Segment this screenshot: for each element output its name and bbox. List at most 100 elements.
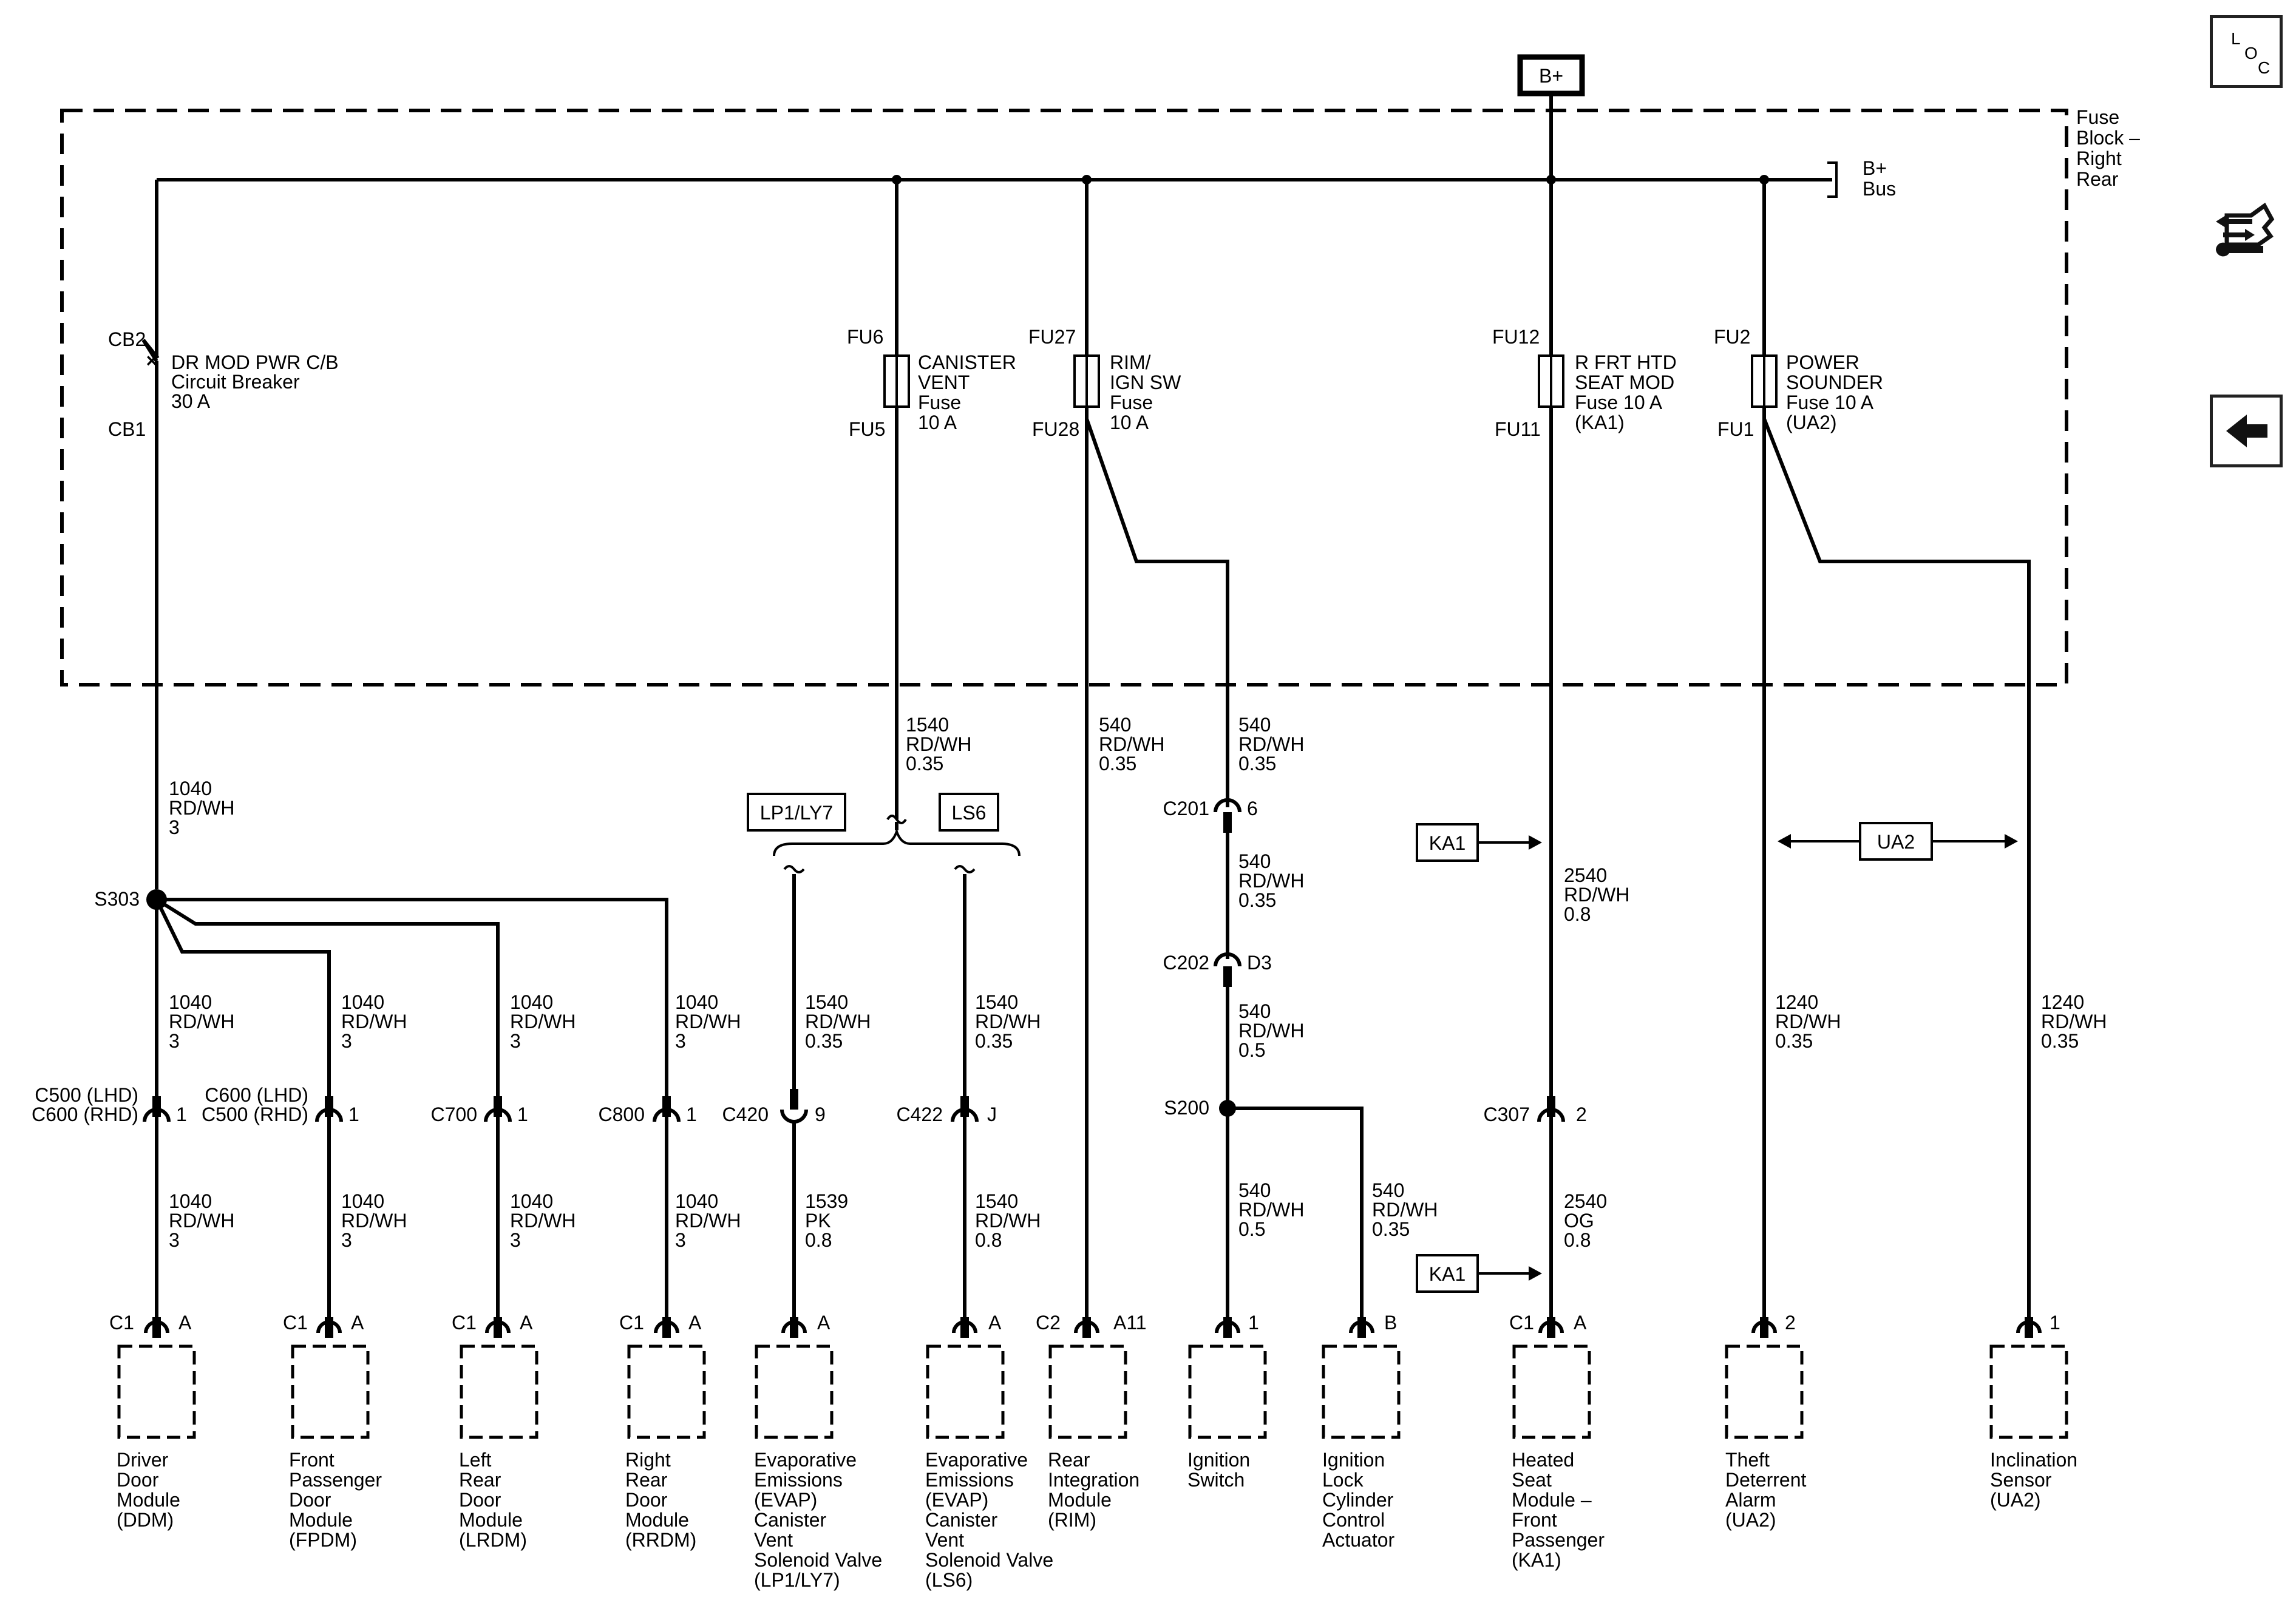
svg-text:LS6: LS6 [952, 802, 987, 824]
svg-text:A: A [351, 1312, 364, 1334]
svg-text:FU6: FU6 [847, 326, 883, 348]
svg-text:A11: A11 [1113, 1312, 1147, 1334]
svg-text:C307: C307 [1484, 1103, 1530, 1125]
svg-text:1: 1 [348, 1103, 359, 1125]
loc-letter-l: L [2231, 29, 2241, 48]
side-toolbar: L O C [2210, 15, 2286, 476]
inline-connector-c700: C700 1 [431, 1096, 528, 1125]
inline-connector-c500: C500 (LHD) C600 (RHD) 1 [32, 1084, 187, 1125]
svg-text:FU11: FU11 [1495, 418, 1541, 440]
back-button[interactable] [2210, 395, 2283, 467]
svg-text:1: 1 [517, 1103, 528, 1125]
bus-label: B+Bus [1863, 157, 1896, 200]
svg-text:C1: C1 [283, 1312, 308, 1334]
inline-connector-c422: C422 J [897, 1096, 997, 1317]
svg-text:A: A [988, 1312, 1002, 1334]
svg-text:6: 6 [1247, 798, 1258, 819]
fuse-block-outline [60, 109, 2068, 686]
inline-connector-c600: C600 (LHD) C500 (RHD) 1 [202, 1084, 359, 1125]
inline-connector-c201: C201 6 [1163, 798, 1258, 833]
option-ka1-lower: KA1 [1416, 1254, 1542, 1293]
option-box-ls6 [939, 793, 999, 832]
loc-letter-c: C [2258, 58, 2271, 77]
connector-end-view-button[interactable] [2210, 197, 2283, 270]
svg-text:A: A [1574, 1312, 1587, 1334]
wire-inclination [1762, 418, 2031, 1317]
svg-text:1: 1 [1248, 1312, 1259, 1334]
svg-text:C422: C422 [897, 1103, 943, 1125]
svg-text:C1: C1 [109, 1312, 134, 1334]
svg-text:CB2: CB2 [108, 328, 146, 350]
bus-bracket [1827, 161, 1838, 198]
inline-connector-c307: C307 2 [1484, 1096, 1587, 1125]
svg-text:1: 1 [176, 1103, 187, 1125]
svg-text:C600 (LHD): C600 (LHD) [205, 1084, 308, 1106]
option-ua2: UA2 [1778, 822, 2018, 861]
svg-text:B: B [1384, 1312, 1397, 1334]
svg-text:FU1: FU1 [1717, 418, 1754, 440]
svg-text:C1: C1 [619, 1312, 644, 1334]
svg-text:C800: C800 [599, 1103, 645, 1125]
svg-text:A: A [817, 1312, 830, 1334]
connector-end-view-icon [2216, 202, 2275, 257]
svg-text:C201: C201 [1163, 798, 1210, 819]
location-view-button[interactable]: L O C [2210, 15, 2283, 88]
option-ka1-upper: KA1 [1416, 823, 1542, 862]
svg-text:FU28: FU28 [1032, 418, 1079, 440]
svg-text:FU12: FU12 [1492, 326, 1540, 348]
svg-text:FU27: FU27 [1028, 326, 1076, 348]
svg-text:1: 1 [686, 1103, 697, 1125]
svg-text:LP1/LY7: LP1/LY7 [760, 802, 833, 824]
splice-label-s200: S200 [1164, 1097, 1209, 1119]
wire-ign-sw [1085, 418, 1229, 807]
svg-text:CB1: CB1 [108, 418, 146, 440]
svg-text:A: A [178, 1312, 192, 1334]
wire-break-mark [886, 815, 907, 824]
option-box-lp1ly7 [747, 793, 846, 832]
bplus-label: B+ [1539, 65, 1563, 87]
svg-text:KA1: KA1 [1429, 832, 1466, 854]
svg-text:C2: C2 [1036, 1312, 1061, 1334]
svg-text:2: 2 [1785, 1312, 1796, 1334]
loc-letter-o: O [2244, 44, 2258, 63]
svg-text:FU5: FU5 [849, 418, 885, 440]
